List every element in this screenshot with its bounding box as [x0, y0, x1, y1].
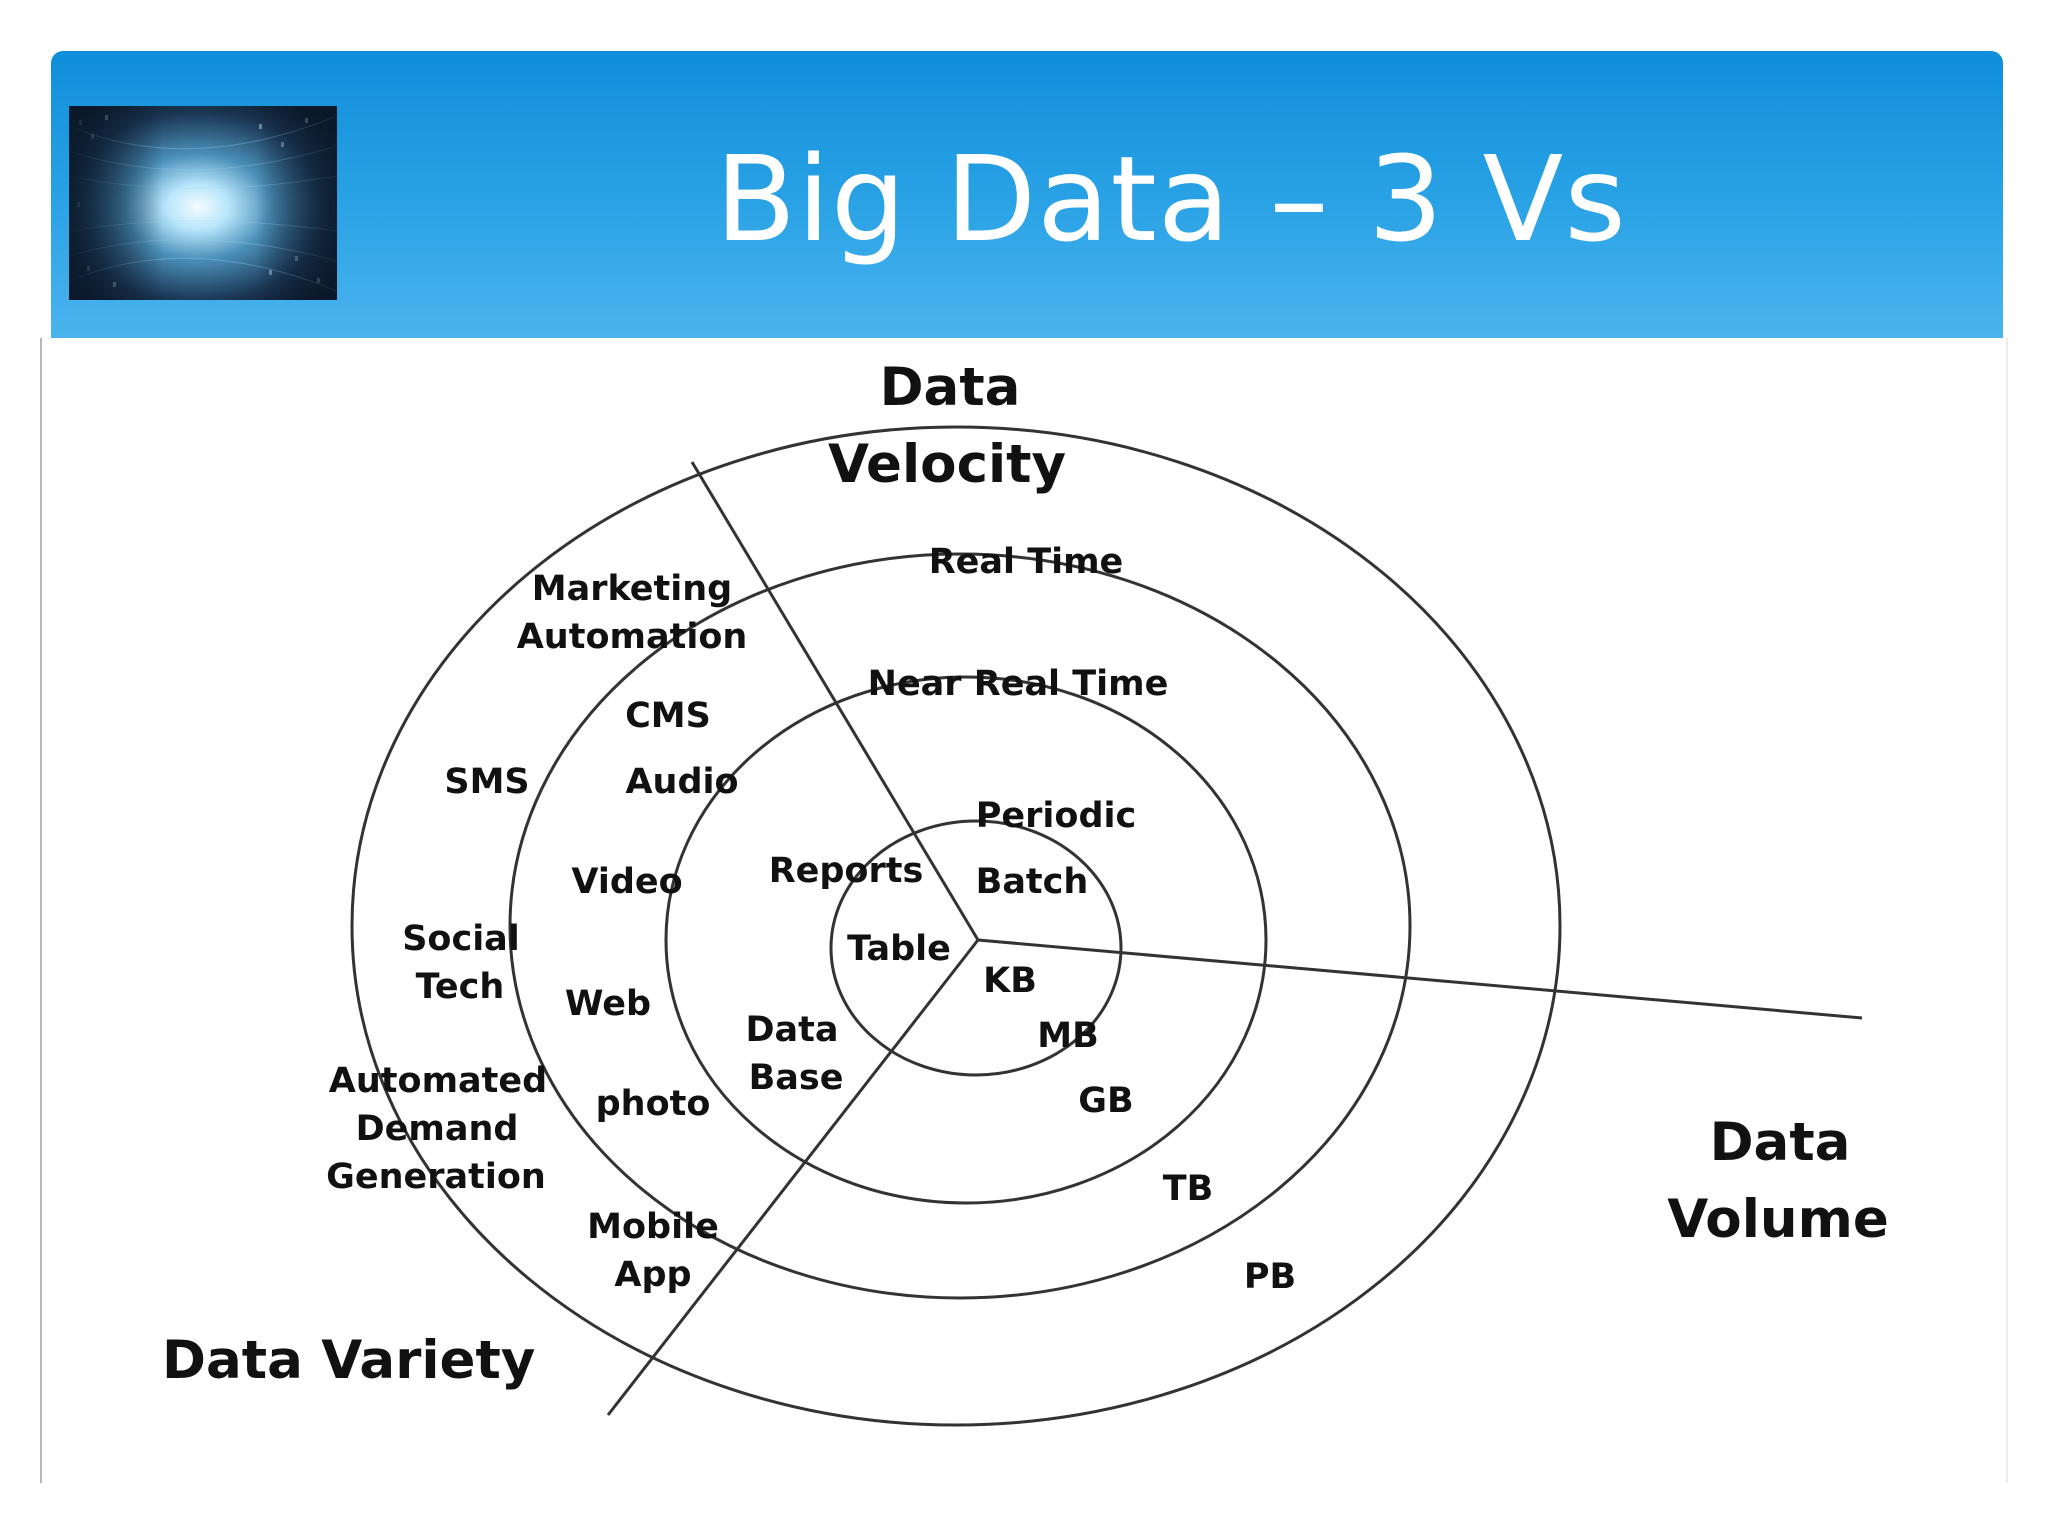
item-reports: Reports: [769, 851, 924, 891]
item-social-tech-line-1: Social: [402, 919, 520, 959]
level-gb: GB: [1078, 1081, 1133, 1121]
variety-axis-line: [606, 939, 980, 1416]
title-bar: Big Data – 3 Vs: [51, 51, 2003, 338]
level-mb: MB: [1037, 1016, 1099, 1056]
item-marketing-line-2: Automation: [517, 617, 748, 657]
level-kb: KB: [983, 961, 1037, 1001]
item-photo: photo: [596, 1084, 711, 1124]
ring-1: [829, 819, 1123, 1077]
data-tunnel-image: [69, 106, 337, 300]
item-automated-line-2: Demand: [356, 1109, 519, 1149]
item-sms: SMS: [444, 762, 529, 802]
item-social-tech-line-2: Tech: [416, 967, 505, 1007]
item-video: Video: [571, 862, 682, 902]
item-data-base-line-1: Data: [745, 1010, 838, 1050]
volume-axis-title-line-2: Volume: [1667, 1189, 1889, 1250]
level-pb: PB: [1244, 1257, 1296, 1297]
velocity-axis-line: [690, 461, 980, 941]
item-automated-line-3: Generation: [326, 1157, 546, 1197]
item-marketing-line-1: Marketing: [532, 569, 732, 609]
ring-2: [664, 675, 1268, 1205]
level-real-time: Real Time: [929, 542, 1124, 582]
item-audio: Audio: [625, 762, 738, 802]
item-web: Web: [565, 984, 651, 1024]
item-mobile-app-line-1: Mobile: [587, 1207, 719, 1247]
ring-4: [350, 425, 1562, 1427]
volume-axis-line: [977, 938, 1863, 1020]
level-near-real-time: Near Real Time: [868, 664, 1169, 704]
left-divider: [40, 338, 42, 1483]
item-automated-line-1: Automated: [329, 1061, 547, 1101]
level-tb: TB: [1163, 1169, 1214, 1209]
slide-title: Big Data – 3 Vs: [715, 130, 1627, 268]
velocity-axis-title-line-2: Velocity: [828, 434, 1066, 495]
item-mobile-app-line-2: App: [614, 1255, 691, 1295]
right-divider: [2006, 338, 2008, 1483]
level-periodic: Periodic: [976, 796, 1137, 836]
level-batch: Batch: [976, 862, 1089, 902]
velocity-axis-title-line-1: Data: [880, 357, 1021, 418]
item-data-base-line-2: Base: [749, 1058, 844, 1098]
item-cms: CMS: [625, 696, 711, 736]
volume-axis-title-line-1: Data: [1710, 1112, 1851, 1173]
variety-axis-title: Data Variety: [162, 1330, 535, 1391]
ring-3: [508, 552, 1412, 1300]
item-table: Table: [847, 929, 951, 969]
